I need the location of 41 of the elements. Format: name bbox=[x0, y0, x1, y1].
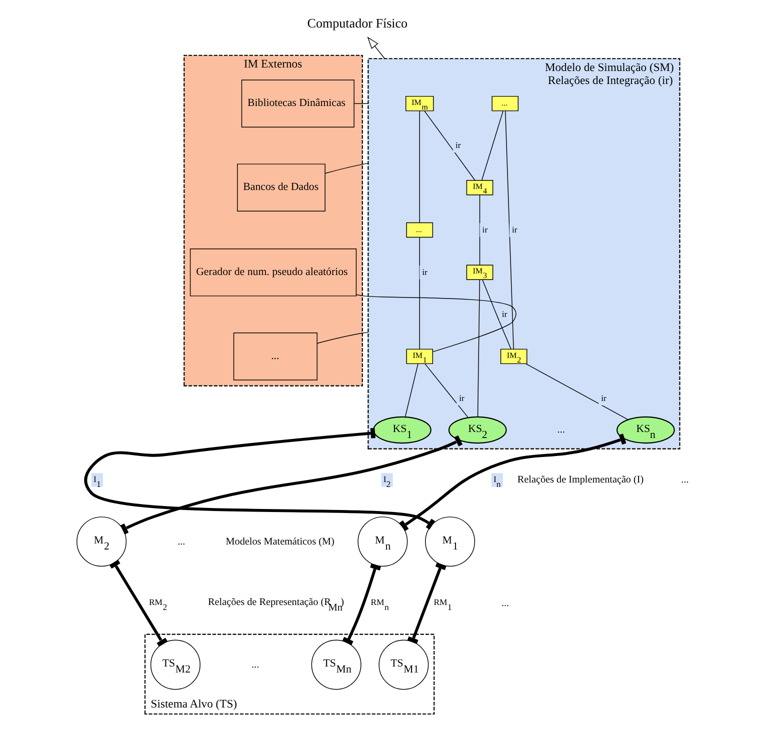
connector bbox=[404, 363, 418, 418]
label: ... bbox=[177, 536, 185, 548]
edge-label: ir bbox=[422, 267, 427, 277]
connector bbox=[342, 563, 381, 646]
connector bbox=[355, 294, 516, 352]
node-box: ... bbox=[491, 96, 518, 112]
edge-label: ir bbox=[512, 224, 517, 235]
connector bbox=[353, 103, 368, 104]
connector bbox=[478, 194, 480, 266]
connector bbox=[476, 279, 480, 418]
label: ... bbox=[556, 424, 564, 436]
connector bbox=[418, 110, 420, 223]
edge-label: ir bbox=[458, 393, 464, 404]
edge-label: ir bbox=[600, 393, 606, 404]
node-box: Bancos de Dados bbox=[236, 164, 325, 212]
label: Modelos Matemáticos (M) bbox=[225, 536, 334, 548]
node-box: Bibliotecas Dinâmicas bbox=[240, 80, 354, 128]
connector bbox=[504, 110, 514, 350]
connector bbox=[424, 110, 475, 181]
node-box: Gerador de num. pseudo aleatórios bbox=[189, 248, 356, 296]
connector bbox=[482, 279, 511, 350]
connector bbox=[84, 428, 435, 530]
label: ... bbox=[680, 474, 688, 486]
node-box: ... bbox=[232, 332, 317, 380]
label: ... bbox=[251, 659, 259, 670]
connector bbox=[324, 163, 368, 174]
connector bbox=[480, 110, 503, 181]
edge-label: ir bbox=[454, 140, 460, 150]
connector bbox=[316, 332, 368, 344]
connector bbox=[424, 363, 468, 418]
arrow bbox=[366, 36, 385, 59]
node-box: ... bbox=[406, 222, 433, 238]
connector bbox=[406, 562, 446, 644]
connector bbox=[398, 434, 626, 532]
node-text: Computador Físico bbox=[306, 15, 408, 30]
connector bbox=[120, 435, 462, 534]
connector bbox=[524, 363, 628, 420]
edge-label: ir bbox=[501, 309, 507, 320]
label: Relações de Implementação (I) bbox=[516, 474, 644, 486]
label: ... bbox=[500, 598, 509, 609]
edge-label: ir bbox=[482, 224, 488, 235]
